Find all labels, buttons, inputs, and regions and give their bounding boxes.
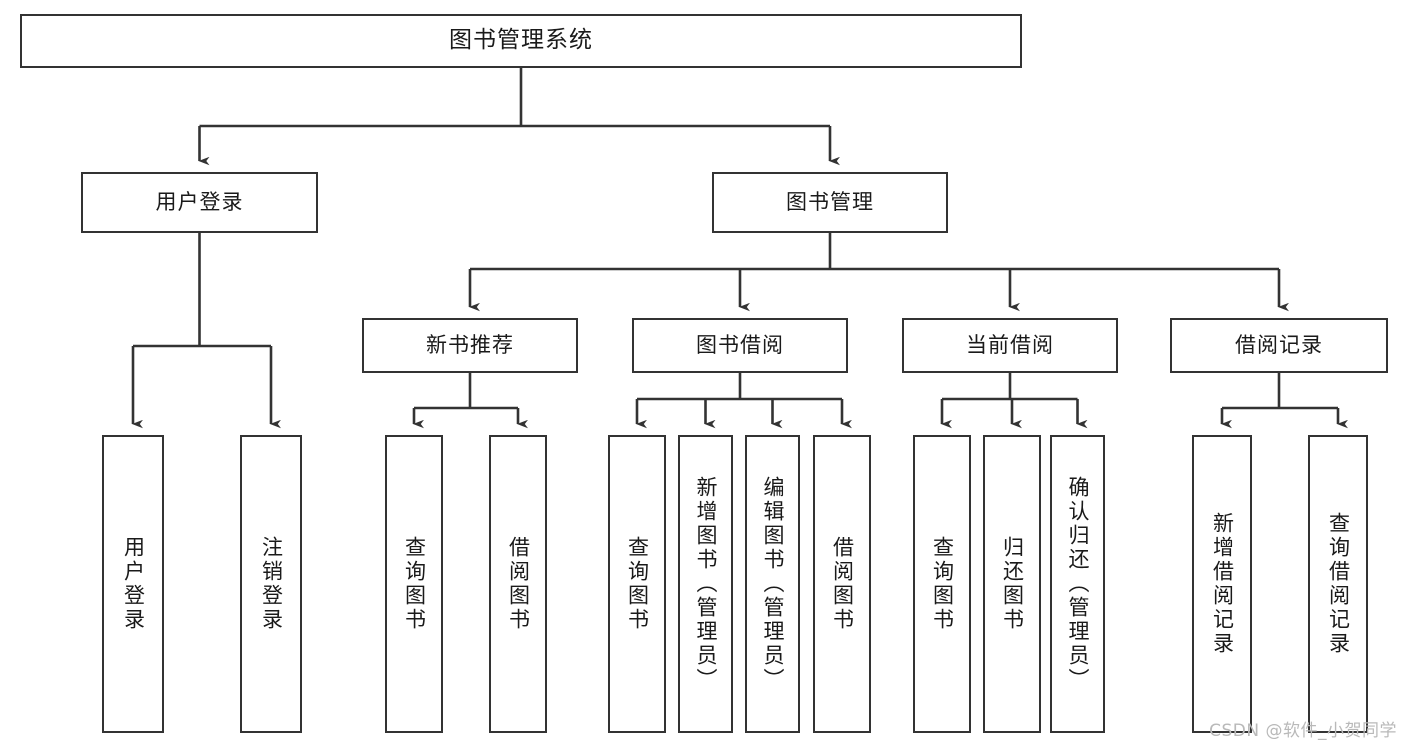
- node-leaf-confirm-return[interactable]: 确认归还（管理员）: [1050, 435, 1105, 733]
- node-leaf-borrow-book-2-label: 借阅图书: [830, 536, 855, 632]
- node-user-login[interactable]: 用户登录: [81, 172, 318, 233]
- node-leaf-query-book-1-label: 查询图书: [402, 536, 427, 632]
- node-root-label: 图书管理系统: [449, 27, 593, 54]
- node-leaf-edit-book-label: 编辑图书（管理员）: [761, 476, 785, 692]
- watermark-text: CSDN @软件_小贺同学: [1209, 721, 1397, 741]
- node-borrow-record[interactable]: 借阅记录: [1170, 318, 1388, 373]
- node-book-borrow[interactable]: 图书借阅: [632, 318, 848, 373]
- node-leaf-edit-book[interactable]: 编辑图书（管理员）: [745, 435, 800, 733]
- node-current-borrow-label: 当前借阅: [966, 333, 1054, 358]
- node-leaf-query-record[interactable]: 查询借阅记录: [1308, 435, 1368, 733]
- node-current-borrow[interactable]: 当前借阅: [902, 318, 1118, 373]
- node-borrow-record-label: 借阅记录: [1235, 333, 1323, 358]
- node-leaf-return-book-label: 归还图书: [1000, 536, 1025, 632]
- node-leaf-query-book-2[interactable]: 查询图书: [608, 435, 666, 733]
- node-leaf-query-record-label: 查询借阅记录: [1326, 512, 1351, 656]
- node-root[interactable]: 图书管理系统: [20, 14, 1022, 68]
- node-leaf-user-logout-label: 注销登录: [259, 536, 284, 632]
- node-leaf-user-logout[interactable]: 注销登录: [240, 435, 302, 733]
- node-leaf-query-book-3-label: 查询图书: [930, 536, 955, 632]
- node-leaf-add-record-label: 新增借阅记录: [1210, 512, 1235, 656]
- node-leaf-user-login[interactable]: 用户登录: [102, 435, 164, 733]
- node-leaf-query-book-2-label: 查询图书: [625, 536, 650, 632]
- node-leaf-borrow-book-1[interactable]: 借阅图书: [489, 435, 547, 733]
- node-leaf-add-book-label: 新增图书（管理员）: [694, 476, 718, 692]
- node-new-book-recommend[interactable]: 新书推荐: [362, 318, 578, 373]
- node-leaf-query-book-1[interactable]: 查询图书: [385, 435, 443, 733]
- node-book-management[interactable]: 图书管理: [712, 172, 948, 233]
- node-leaf-borrow-book-2[interactable]: 借阅图书: [813, 435, 871, 733]
- node-leaf-user-login-label: 用户登录: [121, 536, 146, 632]
- node-leaf-query-book-3[interactable]: 查询图书: [913, 435, 971, 733]
- node-book-borrow-label: 图书借阅: [696, 333, 784, 358]
- node-new-book-recommend-label: 新书推荐: [426, 333, 514, 358]
- node-book-management-label: 图书管理: [786, 190, 874, 215]
- node-leaf-borrow-book-1-label: 借阅图书: [506, 536, 531, 632]
- node-leaf-confirm-return-label: 确认归还（管理员）: [1066, 476, 1090, 692]
- node-leaf-add-record[interactable]: 新增借阅记录: [1192, 435, 1252, 733]
- node-leaf-add-book[interactable]: 新增图书（管理员）: [678, 435, 733, 733]
- node-leaf-return-book[interactable]: 归还图书: [983, 435, 1041, 733]
- node-user-login-label: 用户登录: [155, 190, 244, 215]
